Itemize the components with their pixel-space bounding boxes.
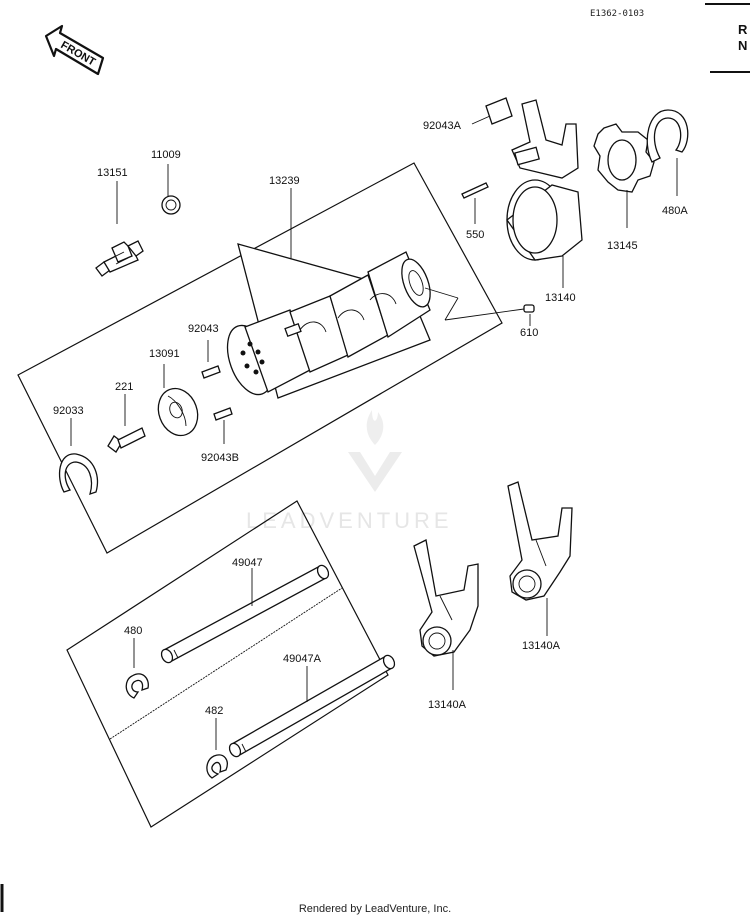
label-13091: 13091 xyxy=(149,348,180,360)
label-13140: 13140 xyxy=(545,292,576,304)
plate-13091-part xyxy=(157,364,199,437)
label-13145: 13145 xyxy=(607,240,638,252)
label-550: 550 xyxy=(466,229,484,241)
washer-part xyxy=(161,164,181,215)
label-92033: 92033 xyxy=(53,405,84,417)
label-13140A-upper: 13140A xyxy=(522,640,561,652)
shift-drum-part xyxy=(226,243,431,399)
label-610: 610 xyxy=(520,327,538,339)
neutral-switch-part xyxy=(95,181,144,277)
circlip-480A-part xyxy=(646,109,689,196)
label-92043: 92043 xyxy=(188,323,219,335)
label-13140A-lower: 13140A xyxy=(428,699,467,711)
circlip-92033-part xyxy=(58,418,99,496)
shift-fork-13140A-upper-part xyxy=(507,481,573,636)
pin-92043B-part xyxy=(213,407,233,444)
label-49047: 49047 xyxy=(232,557,263,569)
label-92043B: 92043B xyxy=(201,452,239,464)
shift-rod-49047-part xyxy=(160,564,330,664)
label-49047A: 49047A xyxy=(283,653,322,665)
watermark-text: LEADVENTURE xyxy=(246,508,453,533)
cotter-550-part xyxy=(461,182,489,224)
front-arrow-icon: FRONT xyxy=(44,24,105,76)
label-480: 480 xyxy=(124,625,142,637)
circlip-480-part xyxy=(125,638,149,699)
label-13239: 13239 xyxy=(269,175,300,187)
diagram-code: E1362-0103 xyxy=(590,9,644,19)
label-482: 482 xyxy=(205,705,223,717)
right-heading-line1: R xyxy=(738,22,748,37)
shift-rod-box-divider xyxy=(109,587,343,740)
label-480A: 480A xyxy=(662,205,688,217)
right-panel-heading: R N xyxy=(738,22,750,54)
pin-92043-part xyxy=(201,340,221,379)
label-221: 221 xyxy=(115,381,133,393)
label-13151: 13151 xyxy=(97,167,128,179)
shift-drum-assembly-box xyxy=(17,162,503,554)
star-plate-13145-part xyxy=(593,123,655,228)
label-92043A: 92043A xyxy=(423,120,462,132)
pin-610-part xyxy=(424,287,535,326)
shift-rod-49047A-part xyxy=(228,654,396,758)
shift-fork-13140A-lower-part xyxy=(413,539,479,690)
pin-92043A-part xyxy=(471,97,513,125)
shift-fork-13140-part xyxy=(506,99,583,288)
screw-221-part xyxy=(107,394,146,453)
clip-482-part xyxy=(206,718,228,779)
label-11009: 11009 xyxy=(151,149,181,161)
shift-rod-box xyxy=(66,500,389,828)
footer-credit: Rendered by LeadVenture, Inc. xyxy=(298,903,452,915)
right-heading-line2: N xyxy=(738,38,748,53)
